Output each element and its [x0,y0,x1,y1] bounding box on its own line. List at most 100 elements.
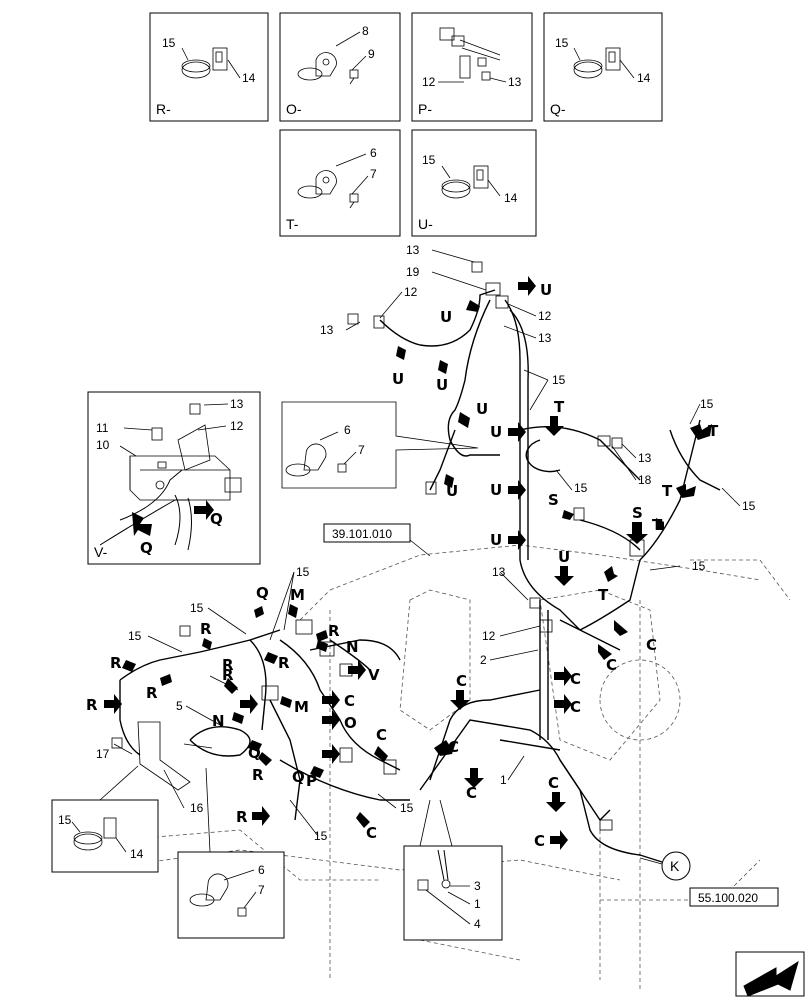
callout-5: 5 [176,699,183,713]
view-arrow-C: C [366,824,377,842]
view-arrow-R: R [252,766,264,784]
reference-circle[interactable]: K [639,851,691,881]
view-arrow-R: R [278,654,290,672]
view-arrow-icon [676,484,696,498]
callout-15: 15 [400,801,414,815]
wiring-harness [119,289,721,863]
callout-15: 15 [742,499,756,513]
view-arrow-C: C [448,738,459,756]
view-arrow-U: U [490,531,502,549]
view-arrow-Q: Q [210,510,223,528]
callout-7: 7 [358,443,365,457]
callout-15: 15 [190,601,204,615]
view-arrow-Q: Q [256,584,269,602]
callout-6: 6 [344,423,351,437]
view-arrow-icon [434,740,456,756]
view-arrow-icon [280,696,292,708]
callout-4: 4 [474,917,481,931]
view-arrow-Q: Q [248,744,261,762]
callout-15: 15 [58,813,72,827]
view-arrow-icon [458,412,470,428]
view-arrow-P: P [306,772,317,790]
view-arrow-icon [546,792,566,812]
callout-14: 14 [242,71,256,85]
callout-15: 15 [296,565,310,579]
view-arrow-icon [104,694,122,714]
view-arrow-R: R [110,654,122,672]
view-arrow-T: T [662,482,673,500]
callout-13: 13 [638,451,652,465]
view-arrow-icon [444,474,454,488]
view-arrow-icon [554,694,572,714]
view-arrow-R: R [146,684,158,702]
detail-box-label: P- [418,101,432,117]
view-arrow-Q: Q [140,539,153,557]
view-arrow-U: U [392,370,404,388]
callout-12: 12 [404,285,418,299]
view-arrow-C: C [534,832,545,850]
view-arrow-icon [396,346,406,360]
view-arrow-icon [518,276,536,296]
callout-13: 13 [230,397,244,411]
callout-15: 15 [314,829,328,843]
view-arrow-icon [252,806,270,826]
view-arrow-icon [322,710,340,730]
view-arrow-icon [194,500,214,520]
view-arrow-icon [544,416,564,436]
detail-box-T: 6 7 T- [279,129,401,237]
view-arrow-icon [690,424,712,440]
next-page-arrow-icon[interactable] [735,951,805,997]
reference-circle-label: K [670,858,680,874]
detail-box-bc: 3 1 4 [403,845,503,941]
view-arrow-C: C [570,698,581,716]
callout-11: 11 [96,421,109,435]
callout-3: 3 [474,879,481,893]
detail-box-R: 15 14 R- [149,12,269,122]
view-arrow-icon [614,620,628,636]
callout-15: 15 [128,629,142,643]
callout-13: 13 [538,331,552,345]
view-arrow-V: V [368,666,380,684]
view-arrow-U: U [490,423,502,441]
view-arrow-C: C [344,692,355,710]
view-arrow-icon [604,566,618,582]
view-arrow-icon [550,830,568,850]
detail-box-Q: 15 14 Q- [543,12,663,122]
view-arrow-icon [598,644,612,660]
view-arrow-icon [508,530,526,550]
view-arrow-icon [464,768,484,788]
view-arrow-icon [264,652,278,664]
view-arrow-M: M [290,586,305,604]
callout-12: 12 [422,75,436,89]
view-arrow-icon [348,660,366,680]
detail-box-label: O- [286,101,302,117]
view-arrow-icon [316,640,328,652]
callout-8: 8 [362,24,369,38]
callout-15: 15 [700,397,714,411]
view-arrow-icon [438,360,448,374]
view-arrow-icon [202,638,212,650]
view-arrow-S: S [632,504,643,522]
reference-bottom[interactable]: 55.100.020 [689,887,779,907]
view-arrow-U: U [540,281,552,299]
callout-13: 13 [508,75,522,89]
reference-top[interactable]: 39.101.010 [323,523,431,557]
callout-15: 15 [162,36,176,50]
callout-13: 13 [320,323,334,337]
main-callouts: 13 19 12 13 12 13 15 13 18 15 15 15 13 1… [96,243,756,843]
callout-1: 1 [500,773,507,787]
callout-13: 13 [492,565,506,579]
callout-leaders [99,249,741,853]
view-arrow-icon [508,422,526,442]
view-arrow-C: C [456,672,467,690]
view-arrow-T: T [652,516,663,534]
view-arrow-M: M [294,698,309,716]
view-arrow-icon [232,712,244,724]
view-arrow-icon [132,512,152,536]
view-arrows: U U U U U U U U U U T T T T T S S [86,276,719,850]
detail-box-label: R- [156,101,171,117]
view-arrow-U: U [476,400,488,418]
detail-box-mid: 6 7 [281,401,479,489]
view-arrow-icon [310,766,324,778]
